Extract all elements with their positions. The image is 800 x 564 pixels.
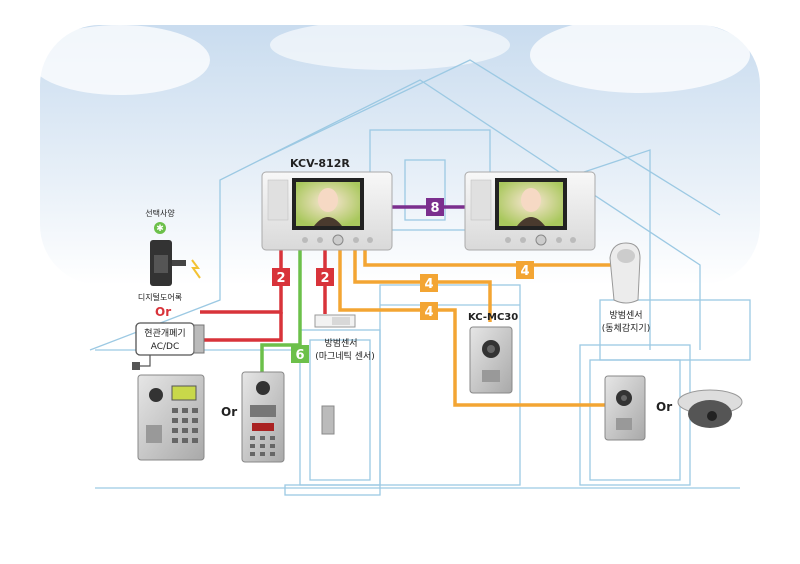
second-monitor [464, 171, 596, 251]
orange-wire-motion [363, 248, 620, 267]
wire-count-badge-4-motion: 4 [516, 261, 534, 279]
optional-label: 선택사양 [145, 208, 175, 218]
dome-camera [677, 389, 743, 428]
svg-text:2: 2 [276, 271, 285, 286]
door-camera-label: KC-MC30 [468, 312, 518, 323]
wire-count-badge-2-magnetic: 2 [316, 268, 334, 286]
gate-camera [604, 375, 646, 441]
lobby-panel-keypad [137, 374, 205, 461]
svg-text:(마그네틱 센서): (마그네틱 센서) [315, 350, 375, 362]
door-handle [321, 405, 335, 435]
main-monitor: KCV-812R [261, 157, 393, 251]
lobby-panel-vertical [241, 371, 285, 463]
wire-count-badge-4-camera: 4 [420, 274, 438, 292]
svg-text:6: 6 [295, 348, 304, 363]
green-wire [260, 248, 302, 372]
door-camera: KC-MC30 [468, 312, 518, 394]
digital-doorlock: ✱ 선택사양 디지털도어록 [138, 208, 201, 302]
signal-icon [191, 259, 201, 279]
plug-icon [140, 355, 151, 367]
svg-text:현관개폐기: 현관개폐기 [144, 327, 185, 339]
red-wire-opener [200, 312, 283, 342]
magnetic-sensor: 방범센서 (마그네틱 센서) [314, 314, 375, 362]
or-label: Or [656, 400, 672, 414]
or-label: Or [221, 405, 237, 419]
svg-text:4: 4 [424, 305, 433, 320]
svg-text:8: 8 [430, 201, 439, 216]
wire-count-badge-4-gate: 4 [420, 302, 438, 320]
or-label: Or [155, 305, 171, 319]
svg-text:4: 4 [424, 277, 433, 292]
orange-wire-gate [338, 248, 605, 407]
svg-text:4: 4 [520, 264, 529, 279]
doorlock-label: 디지털도어록 [138, 292, 182, 302]
door-opener: 현관개폐기 AC/DC [132, 322, 205, 370]
svg-text:방범센서: 방범센서 [324, 338, 357, 349]
wire-badges: 8 2 2 6 4 4 4 [272, 198, 534, 363]
wiring [200, 205, 620, 407]
wire-count-badge-2-doorlock: 2 [272, 268, 290, 286]
main-monitor-label: KCV-812R [290, 157, 350, 170]
motion-sensor: 방범센서 (동체감지기) [602, 242, 650, 334]
wire-count-badge-6: 6 [291, 345, 309, 363]
svg-text:방범센서: 방범센서 [609, 310, 642, 321]
svg-text:AC/DC: AC/DC [151, 342, 180, 352]
svg-text:✱: ✱ [156, 224, 164, 234]
svg-text:(동체감지기): (동체감지기) [602, 322, 650, 334]
optional-star-icon [154, 222, 166, 234]
wire-count-badge-8: 8 [426, 198, 444, 216]
svg-text:2: 2 [320, 271, 329, 286]
